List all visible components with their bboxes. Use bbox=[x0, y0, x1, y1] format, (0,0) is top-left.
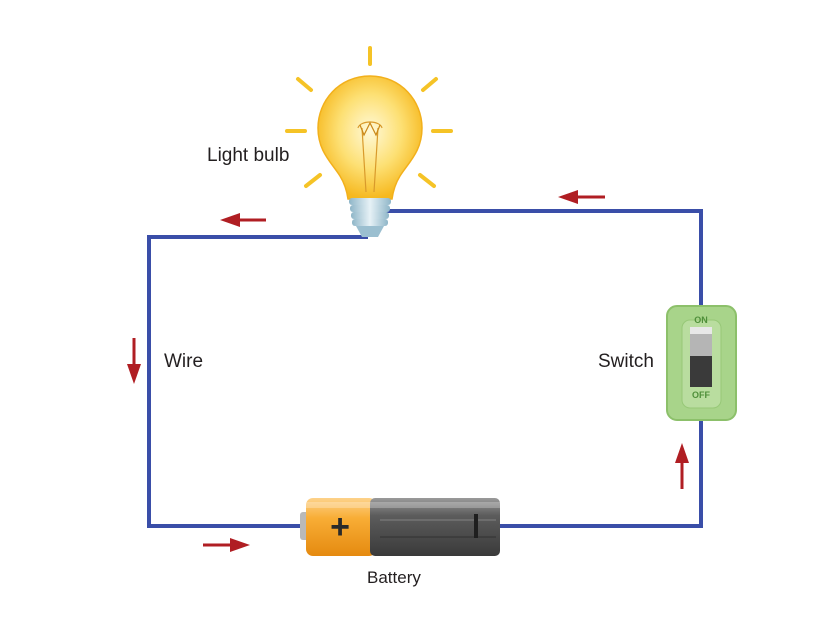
battery-icon: + bbox=[300, 498, 500, 556]
switch-icon: ON OFF bbox=[666, 305, 737, 421]
arrow-icon bbox=[220, 213, 266, 227]
arrow-icon bbox=[203, 538, 250, 552]
wire-left-segment bbox=[147, 235, 368, 528]
arrow-icon bbox=[558, 190, 605, 204]
light-bulb-label: Light bulb bbox=[207, 145, 290, 166]
wire-label: Wire bbox=[164, 351, 204, 372]
switch-label: Switch bbox=[598, 351, 654, 372]
current-arrows bbox=[127, 190, 689, 552]
wire bbox=[147, 209, 703, 528]
battery-negative-symbol bbox=[474, 514, 478, 538]
battery-positive-symbol: + bbox=[330, 508, 350, 546]
switch-on-label: ON bbox=[694, 315, 708, 325]
battery-label: Battery bbox=[367, 568, 421, 587]
battery-positive-end bbox=[306, 498, 376, 556]
wire-bottom-right-segment bbox=[498, 420, 703, 528]
switch-off-label: OFF bbox=[692, 390, 710, 400]
arrow-icon bbox=[675, 443, 689, 489]
light-rays bbox=[285, 46, 453, 188]
arrow-icon bbox=[127, 338, 141, 384]
wire-top-right-segment bbox=[385, 209, 703, 306]
battery-body bbox=[370, 498, 500, 556]
bulb-base bbox=[349, 198, 391, 237]
switch-toggle[interactable] bbox=[690, 334, 712, 356]
bulb-glass bbox=[317, 75, 423, 200]
light-bulb-icon bbox=[285, 46, 453, 237]
